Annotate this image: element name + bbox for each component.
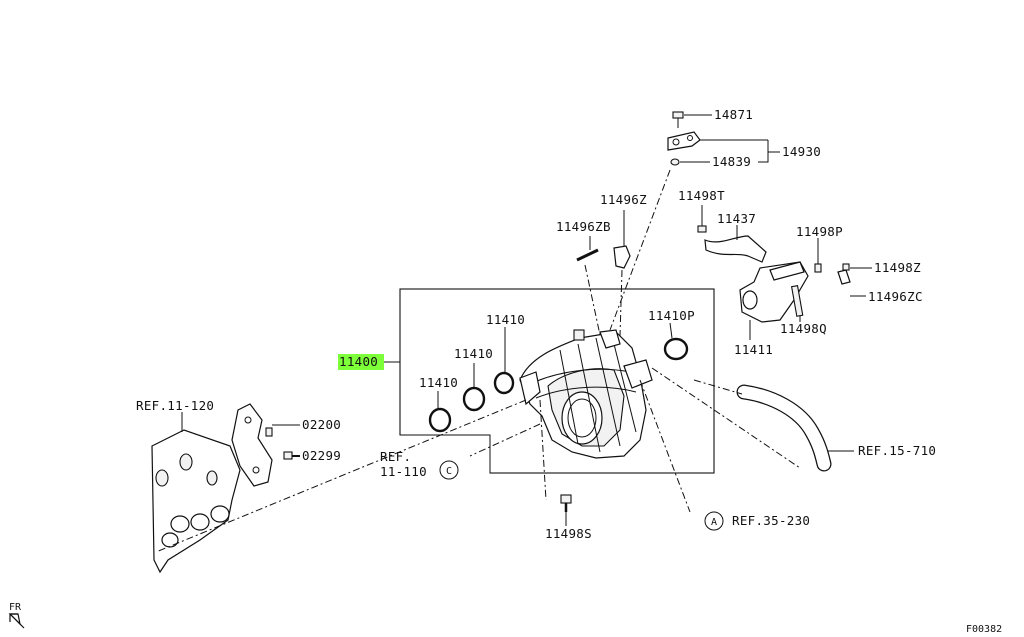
label-11498Q: 11498Q [780, 321, 827, 336]
label-11498Z: 11498Z [874, 260, 921, 275]
label-circle-a: A [711, 517, 717, 528]
label-ref-35-230: REF.35-230 [732, 513, 810, 528]
label-ref-11-120: REF.11-120 [136, 398, 214, 413]
label-02299: 02299 [302, 448, 341, 463]
bolt-02299 [283, 451, 300, 460]
reference-marker-c [439, 460, 459, 480]
intake-manifold-11400 [384, 329, 653, 459]
bracket-02200 [231, 403, 300, 487]
label-11400: 11400 [339, 354, 378, 369]
label-02200: 02200 [302, 417, 341, 432]
label-ref-11-110-line1: REF. [380, 449, 411, 464]
label-14839: 14839 [712, 154, 751, 169]
front-arrow-icon [8, 613, 25, 629]
label-11498T: 11498T [678, 188, 725, 203]
label-ref-11-110-line2: 11-110 [380, 464, 427, 479]
label-11410-1: 11410 [486, 312, 525, 327]
label-11410-3: 11410 [419, 375, 458, 390]
label-11411: 11411 [734, 342, 773, 357]
label-11410-2: 11410 [454, 346, 493, 361]
part-highlight [338, 354, 384, 370]
gaskets-11410 [428, 322, 689, 433]
pipe-11437-group [697, 205, 767, 263]
label-fr: FR [9, 602, 22, 613]
fitting-11411-group [739, 238, 872, 340]
label-11498S: 11498S [545, 526, 592, 541]
label-11410P: 11410P [648, 308, 695, 323]
bolt-11498S [560, 494, 572, 526]
reference-marker-a [704, 511, 724, 531]
label-11496ZC: 11496ZC [868, 289, 923, 304]
figure-code: F00382 [966, 624, 1002, 635]
label-11498P: 11498P [796, 224, 843, 239]
hose-15-710 [736, 384, 854, 472]
label-11496Z: 11496Z [600, 192, 647, 207]
label-11437: 11437 [717, 211, 756, 226]
bolt-11496ZB [576, 236, 599, 262]
clip-11496Z [613, 210, 631, 269]
reference-lines [155, 169, 801, 553]
label-ref-15-710: REF.15-710 [858, 443, 936, 458]
bracket-14930-group [667, 111, 780, 166]
label-14930: 14930 [782, 144, 821, 159]
label-circle-c: C [446, 466, 452, 477]
label-14871: 14871 [714, 107, 753, 122]
label-11496ZB: 11496ZB [556, 219, 611, 234]
engine-block-11-120 [151, 412, 241, 574]
